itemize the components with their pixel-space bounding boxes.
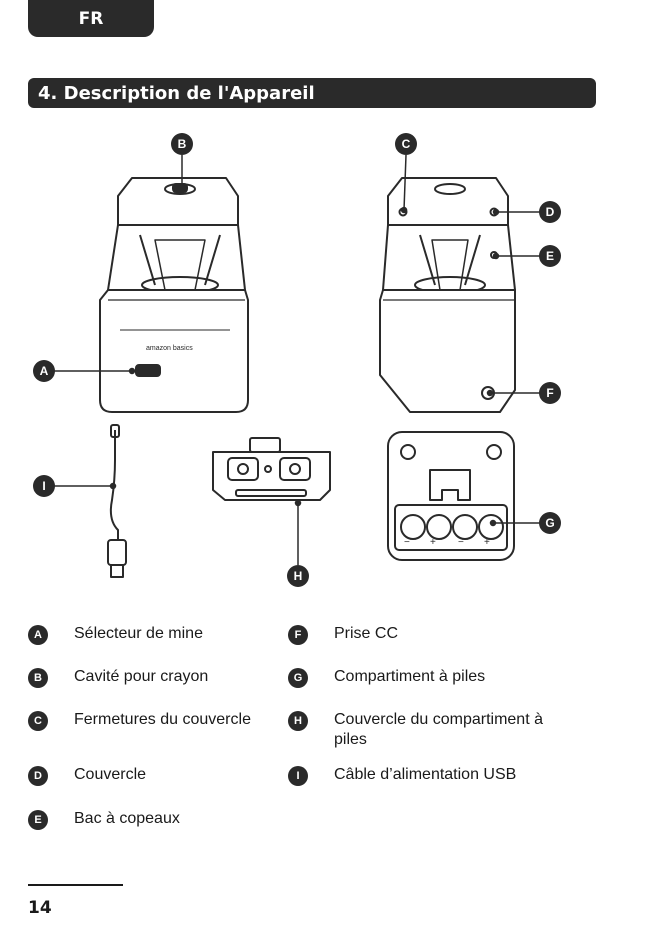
legend-badge-h: H [288,711,308,731]
legend-label-d: Couvercle [74,765,314,785]
language-label: FR [79,9,104,29]
legend-label-h: Couvercle du compartiment à piles [334,710,574,750]
svg-text:E: E [546,249,554,263]
device-diagram: amazon basics [0,110,662,600]
battery-minus-1: − [404,537,410,548]
legend-label-b: Cavité pour crayon [74,667,314,687]
page-number: 14 [28,898,52,918]
brand-label: amazon basics [146,345,193,352]
legend-label-a: Sélecteur de mine [74,624,314,644]
callout-d: D [539,201,561,223]
legend-item-b: B Cavité pour crayon [28,667,314,688]
battery-compartment: − + − + [388,432,514,560]
legend-label-e: Bac à copeaux [74,809,314,829]
svg-text:H: H [294,569,303,583]
legend-item-f: F Prise CC [288,624,574,645]
svg-text:C: C [402,137,411,151]
callout-c: C [395,133,417,155]
legend-badge-i: I [288,766,308,786]
legend-badge-e: E [28,810,48,830]
callout-h: H [287,565,309,587]
callout-g: G [539,512,561,534]
svg-text:A: A [40,364,49,378]
legend-badge-b: B [28,668,48,688]
battery-cover [213,438,330,500]
legend-item-c: C Fermetures du couvercle [28,710,314,731]
svg-text:D: D [546,205,555,219]
footer-rule [28,884,123,886]
legend-label-g: Compartiment à piles [334,667,574,687]
legend-badge-d: D [28,766,48,786]
legend-item-d: D Couvercle [28,765,314,786]
usb-cable [108,425,126,577]
svg-text:B: B [178,137,187,151]
legend-badge-c: C [28,711,48,731]
svg-text:G: G [545,516,554,530]
callout-b: B [171,133,193,155]
sharpener-front-view: amazon basics [100,178,248,412]
battery-plus-2: + [484,537,490,548]
legend-badge-g: G [288,668,308,688]
legend-label-f: Prise CC [334,624,574,644]
svg-text:I: I [42,479,45,493]
parts-legend: A Sélecteur de mine B Cavité pour crayon… [28,620,628,840]
section-header: 4. Description de l'Appareil [28,78,596,108]
language-tab: FR [28,0,154,37]
battery-plus-1: + [430,537,436,548]
legend-label-i: Câble d’alimentation USB [334,765,574,785]
section-title: 4. Description de l'Appareil [38,83,315,104]
legend-badge-a: A [28,625,48,645]
legend-item-h: H Couvercle du compartiment à piles [288,710,574,750]
legend-item-g: G Compartiment à piles [288,667,574,688]
legend-item-a: A Sélecteur de mine [28,624,314,645]
callout-f: F [539,382,561,404]
callout-a: A [33,360,55,382]
legend-item-i: I Câble d’alimentation USB [288,765,574,786]
battery-minus-2: − [458,537,464,548]
svg-text:F: F [546,386,553,400]
legend-item-e: E Bac à copeaux [28,809,314,830]
callout-i: I [33,475,55,497]
legend-label-c: Fermetures du couvercle [74,710,314,730]
legend-badge-f: F [288,625,308,645]
callout-e: E [539,245,561,267]
